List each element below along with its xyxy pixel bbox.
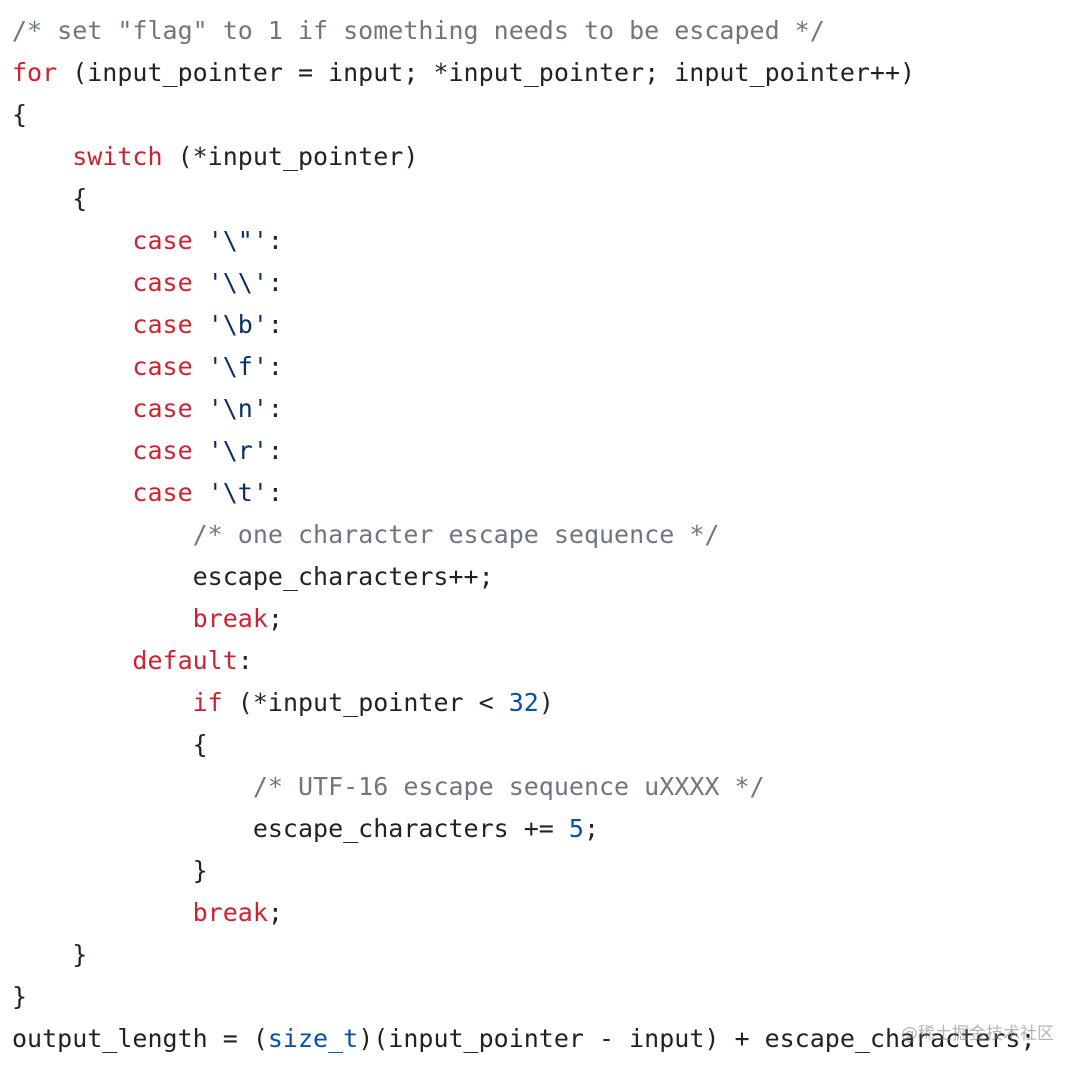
code-token-com: /* one character escape sequence */ — [192, 520, 720, 549]
code-token-plain: ; — [583, 814, 600, 843]
code-token-kw: case — [132, 226, 193, 255]
code-line: /* one character escape sequence */ — [12, 514, 1036, 556]
code-token-plain: : — [267, 478, 283, 507]
code-token-plain — [12, 772, 253, 801]
code-token-plain: (input_pointer = input; *input_pointer; … — [57, 58, 916, 87]
code-token-com: /* set "flag" to 1 if something needs to… — [12, 16, 825, 45]
code-token-plain — [12, 436, 132, 465]
code-token-plain — [12, 520, 193, 549]
code-token-plain — [12, 226, 132, 255]
code-line: break; — [12, 892, 1036, 934]
code-token-kw: break — [192, 898, 268, 927]
code-token-plain: ; — [267, 898, 283, 927]
code-token-plain — [193, 268, 208, 297]
code-token-plain: : — [267, 394, 283, 423]
code-line: escape_characters++; — [12, 556, 1036, 598]
code-token-plain: (*input_pointer) — [162, 142, 419, 171]
code-line: case '\t': — [12, 472, 1036, 514]
code-token-plain — [193, 394, 208, 423]
code-line: { — [12, 724, 1036, 766]
code-line: output_length = (size_t)(input_pointer -… — [12, 1018, 1036, 1060]
code-token-plain — [12, 268, 132, 297]
code-token-com: /* UTF-16 escape sequence uXXXX */ — [252, 772, 765, 801]
code-token-kw: break — [192, 604, 268, 633]
code-line: } — [12, 976, 1036, 1018]
watermark-text: @稀土掘金技术社区 — [901, 1024, 1054, 1044]
code-token-kw: case — [132, 436, 193, 465]
code-token-plain: : — [267, 310, 283, 339]
code-line: } — [12, 934, 1036, 976]
code-token-plain: ; — [267, 604, 283, 633]
code-line: { — [12, 94, 1036, 136]
code-token-str: '\r' — [207, 436, 268, 465]
code-token-plain: : — [267, 352, 283, 381]
code-token-plain — [193, 352, 208, 381]
code-line: case '\r': — [12, 430, 1036, 472]
code-token-str: '\n' — [207, 394, 268, 423]
code-token-plain: escape_characters += — [12, 814, 569, 843]
code-line: escape_characters += 5; — [12, 808, 1036, 850]
code-token-kw: case — [132, 394, 193, 423]
code-token-plain: (*input_pointer < — [222, 688, 509, 717]
code-token-plain: output_length = ( — [12, 1024, 268, 1053]
code-token-kw: case — [132, 310, 193, 339]
code-token-plain — [12, 898, 193, 927]
code-block: /* set "flag" to 1 if something needs to… — [12, 10, 1036, 1060]
code-token-plain — [12, 310, 132, 339]
code-token-plain: { — [12, 730, 208, 759]
code-line: for (input_pointer = input; *input_point… — [12, 52, 1036, 94]
code-token-plain — [12, 478, 132, 507]
code-line: /* UTF-16 escape sequence uXXXX */ — [12, 766, 1036, 808]
code-token-str: '\"' — [207, 226, 268, 255]
code-token-kw: case — [132, 352, 193, 381]
code-line: case '\n': — [12, 388, 1036, 430]
code-token-kw: for — [12, 58, 58, 87]
code-token-plain — [12, 142, 72, 171]
code-line: break; — [12, 598, 1036, 640]
code-token-plain — [12, 688, 193, 717]
code-line: case '\\': — [12, 262, 1036, 304]
code-token-plain: { — [12, 100, 28, 129]
code-token-kw: case — [132, 478, 193, 507]
code-token-str: '\f' — [207, 352, 268, 381]
code-token-plain: } — [12, 982, 28, 1011]
code-token-num: 32 — [508, 688, 539, 717]
code-line: /* set "flag" to 1 if something needs to… — [12, 10, 1036, 52]
code-line: switch (*input_pointer) — [12, 136, 1036, 178]
code-token-kw: if — [192, 688, 223, 717]
code-line: case '\"': — [12, 220, 1036, 262]
code-token-kw: case — [132, 268, 193, 297]
code-token-plain: : — [267, 268, 283, 297]
code-token-plain — [12, 646, 132, 675]
code-token-plain: } — [12, 940, 88, 969]
code-line: if (*input_pointer < 32) — [12, 682, 1036, 724]
code-token-plain — [193, 226, 208, 255]
code-line: case '\f': — [12, 346, 1036, 388]
code-token-plain: : — [267, 226, 283, 255]
code-token-str: '\\' — [207, 268, 268, 297]
code-token-plain — [193, 436, 208, 465]
code-line: default: — [12, 640, 1036, 682]
code-token-plain — [193, 478, 208, 507]
code-token-plain: { — [12, 184, 88, 213]
code-token-plain: } — [12, 856, 208, 885]
code-line: case '\b': — [12, 304, 1036, 346]
code-token-num: 5 — [568, 814, 584, 843]
code-token-plain: ) — [538, 688, 554, 717]
code-token-str: '\b' — [207, 310, 268, 339]
code-token-plain: escape_characters++; — [12, 562, 494, 591]
code-token-kw: switch — [72, 142, 163, 171]
code-token-str: '\t' — [207, 478, 268, 507]
code-token-plain: : — [267, 436, 283, 465]
code-token-plain — [12, 352, 132, 381]
code-token-plain — [193, 310, 208, 339]
code-token-plain — [12, 394, 132, 423]
code-token-typ: size_t — [267, 1024, 359, 1053]
code-token-plain: : — [237, 646, 253, 675]
code-token-plain: )(input_pointer - input) + escape_charac… — [358, 1024, 1036, 1053]
code-token-plain — [12, 604, 193, 633]
code-token-kw: default — [132, 646, 238, 675]
code-line: { — [12, 178, 1036, 220]
code-line: } — [12, 850, 1036, 892]
